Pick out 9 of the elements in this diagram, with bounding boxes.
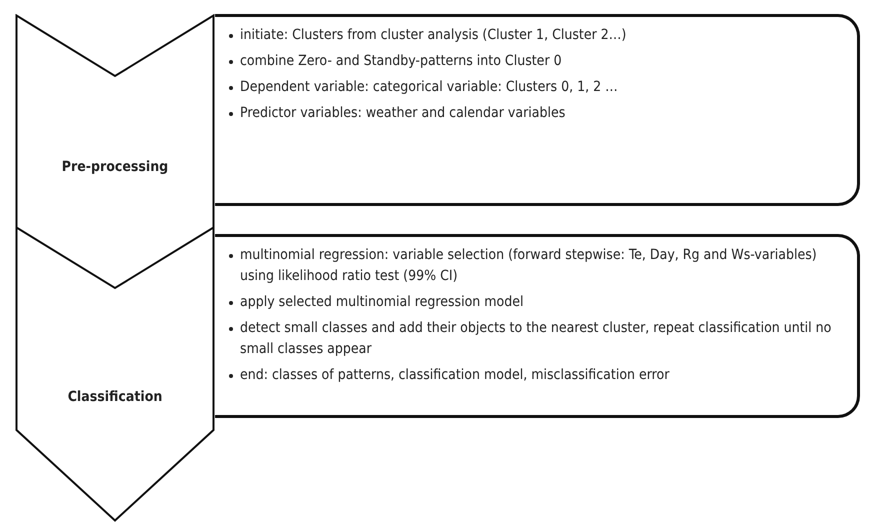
bullet-text: combine Zero- and Standby-patterns into Cluster 0 bbox=[240, 53, 562, 69]
step-label: Classification bbox=[66, 389, 164, 405]
step-label: Pre-processing bbox=[60, 159, 170, 175]
bullet-text: multinomial regression: variable selection (forward stepwise: Te, Day, Rg and Ws-variables) using likelihood ratio test (99% CI) bbox=[240, 247, 817, 284]
bullet-text: apply selected multinomial regression model bbox=[240, 294, 524, 310]
bullet-text: Predictor variables: weather and calendar variables bbox=[240, 105, 566, 121]
bullet-text: initiate: Clusters from cluster analysis (Cluster 1, Cluster 2…) bbox=[240, 27, 626, 43]
bullet-text: Dependent variable: categorical variable: Clusters 0, 1, 2 … bbox=[240, 79, 618, 95]
bullet-text: end: classes of patterns, classification model, misclassification error bbox=[240, 367, 670, 383]
